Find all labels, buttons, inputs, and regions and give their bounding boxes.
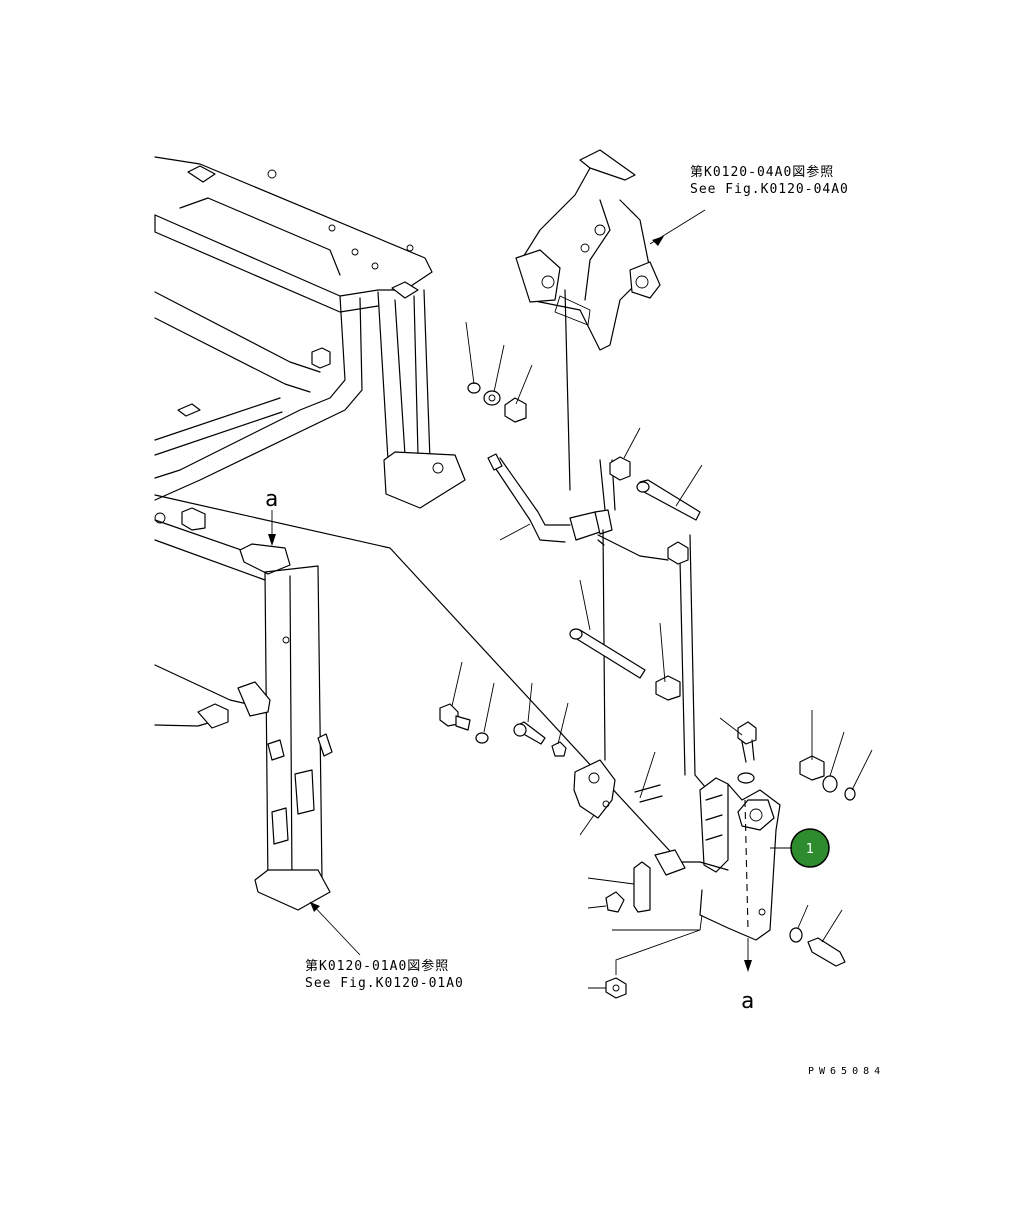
lever-assembly [487, 453, 713, 796]
left-column [154, 494, 701, 911]
hardware [439, 382, 856, 999]
drawing-code: PW65084 [808, 1066, 885, 1077]
top-bracket [515, 149, 661, 491]
callout-circle[interactable] [790, 828, 830, 868]
arrows [268, 236, 752, 972]
ref-bottom-line1: 第K0120-01A0図参照 [305, 958, 449, 974]
main-bracket [699, 777, 781, 941]
upper-post [377, 244, 466, 509]
ref-top-line1: 第K0120-04A0図参照 [690, 164, 834, 180]
callout-number: 1 [806, 842, 814, 857]
view-marker-bottom: a [741, 989, 754, 1014]
ref-top-line2: See Fig.K0120-04A0 [690, 182, 849, 197]
callout-1[interactable]: 1 [790, 828, 830, 868]
upper-frame [154, 156, 433, 501]
ref-bottom-line2: See Fig.K0120-01A0 [305, 976, 464, 991]
leader-lines [309, 209, 873, 989]
view-marker-top: a [265, 487, 278, 512]
